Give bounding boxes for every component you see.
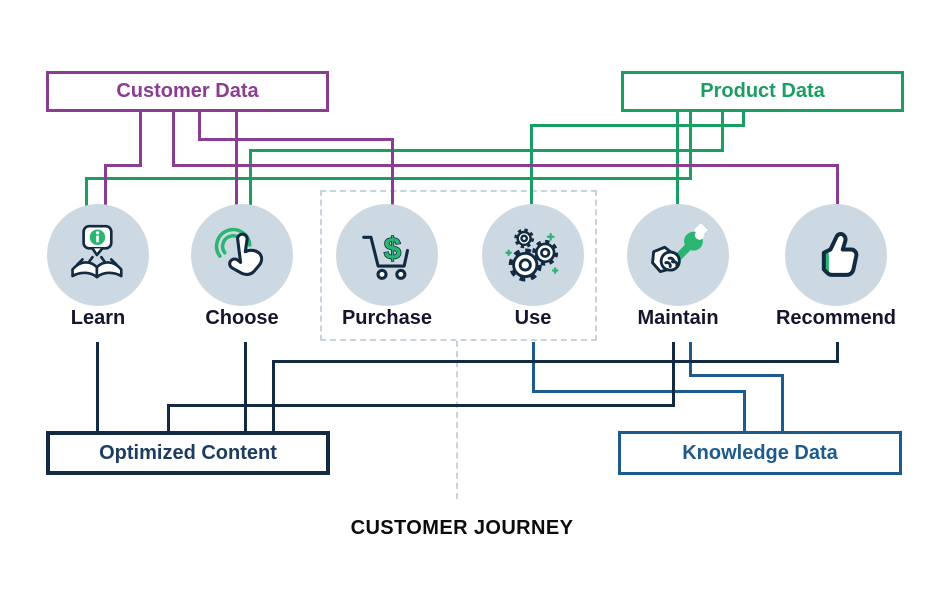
product-data-label: Product Data bbox=[700, 80, 825, 102]
connector-recommend-optimized bbox=[272, 360, 839, 363]
journey-center-dashed-line bbox=[456, 341, 458, 499]
connector-product-choose bbox=[721, 111, 724, 152]
connector-customer-purchase bbox=[391, 138, 394, 205]
journey-step-recommend bbox=[785, 204, 887, 306]
step-label-purchase: Purchase bbox=[341, 307, 433, 329]
book-info-icon bbox=[71, 224, 123, 279]
connector-customer-choose bbox=[235, 111, 238, 206]
optimized-content-label: Optimized Content bbox=[99, 441, 277, 464]
connector-choose-optimized bbox=[244, 342, 247, 432]
connector-recommend-optimized bbox=[272, 360, 275, 432]
connector-product-use bbox=[742, 111, 745, 127]
connector-maintain-optimized bbox=[672, 342, 675, 407]
connector-use-knowledge bbox=[532, 390, 746, 393]
connector-use-knowledge bbox=[532, 342, 535, 393]
journey-phase-dashed-group bbox=[320, 190, 597, 341]
step-label-learn: Learn bbox=[70, 307, 126, 329]
connector-product-learn bbox=[689, 111, 692, 180]
customer-journey-title: CUSTOMER JOURNEY bbox=[350, 517, 574, 539]
knowledge-data-label: Knowledge Data bbox=[682, 441, 838, 464]
step-label-use: Use bbox=[514, 307, 552, 329]
journey-step-use bbox=[482, 204, 584, 306]
connector-learn-optimized bbox=[96, 342, 99, 432]
journey-step-learn bbox=[47, 204, 149, 306]
connector-customer-recommend bbox=[172, 164, 839, 167]
connector-customer-purchase bbox=[198, 111, 201, 141]
connector-product-use bbox=[530, 124, 745, 127]
connector-maintain-knowledge bbox=[689, 374, 784, 377]
connector-product-maintain bbox=[676, 111, 679, 206]
step-label-recommend: Recommend bbox=[775, 307, 897, 329]
journey-step-maintain bbox=[627, 204, 729, 306]
customer-data-box: Customer Data bbox=[46, 71, 329, 112]
customer-data-label: Customer Data bbox=[116, 80, 259, 102]
connector-customer-learn bbox=[104, 164, 142, 167]
connector-product-choose bbox=[249, 149, 724, 152]
journey-step-choose bbox=[191, 204, 293, 306]
connector-product-learn bbox=[85, 177, 88, 207]
product-data-box: Product Data bbox=[621, 71, 904, 112]
connector-customer-learn bbox=[104, 164, 107, 207]
connector-customer-recommend bbox=[172, 111, 175, 167]
optimized-content-box: Optimized Content bbox=[46, 431, 330, 475]
hand-wrench-icon bbox=[651, 224, 708, 274]
step-label-choose: Choose bbox=[205, 307, 279, 329]
connector-maintain-optimized bbox=[167, 404, 170, 432]
connector-use-knowledge bbox=[743, 390, 746, 432]
connector-customer-purchase bbox=[198, 138, 394, 141]
tap-select-icon bbox=[214, 227, 264, 277]
thumbs-up-icon bbox=[821, 232, 859, 277]
journey-step-purchase: $ bbox=[336, 204, 438, 306]
connector-customer-recommend bbox=[836, 164, 839, 206]
step-label-maintain: Maintain bbox=[637, 307, 719, 329]
connector-recommend-optimized bbox=[836, 342, 839, 363]
cart-dollar-icon: $ bbox=[362, 230, 410, 280]
connector-maintain-knowledge bbox=[689, 342, 692, 377]
gears-icon bbox=[505, 228, 559, 282]
connector-maintain-optimized bbox=[167, 404, 675, 407]
connector-maintain-knowledge bbox=[781, 374, 784, 432]
connector-product-learn bbox=[85, 177, 692, 180]
svg-text:$: $ bbox=[384, 230, 401, 265]
connector-customer-learn bbox=[139, 111, 142, 167]
connector-product-choose bbox=[249, 149, 252, 207]
knowledge-data-box: Knowledge Data bbox=[618, 431, 902, 475]
